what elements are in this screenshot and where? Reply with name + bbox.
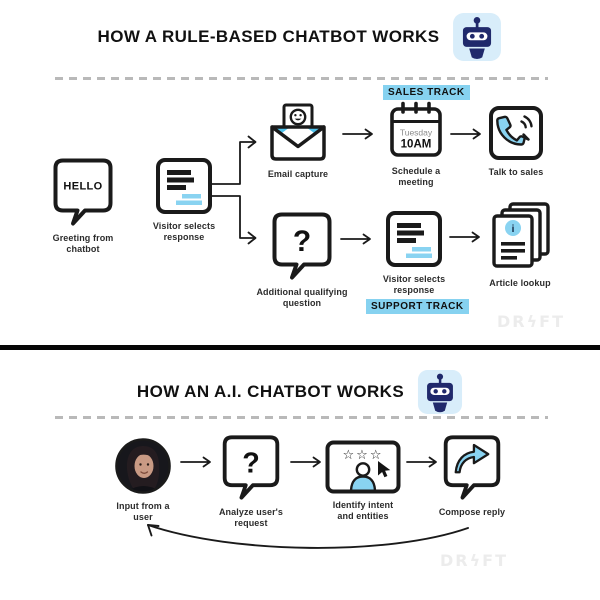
node-compose-reply: Compose reply xyxy=(432,434,512,518)
node-label: Visitor selects response xyxy=(152,221,216,243)
node-article-lookup: i Article lookup xyxy=(474,202,566,289)
phone-icon xyxy=(489,106,543,160)
node-schedule-meeting: Tuesday 10AM Schedule a meeting xyxy=(370,100,462,189)
question-bubble-icon: ? xyxy=(222,435,280,500)
node-label: Compose reply xyxy=(438,507,506,517)
node-greeting: HELLO Greeting from chatbot xyxy=(38,157,128,256)
node-label: Input from a user xyxy=(116,501,170,523)
node-qualifying-question: ? Additional qualifying question xyxy=(250,211,354,310)
node-email-capture: Email capture xyxy=(250,101,346,180)
info-glyph-text: i xyxy=(512,224,515,235)
intent-stars-person-icon: ☆☆☆ xyxy=(325,440,401,494)
hello-text: HELLO xyxy=(63,181,102,193)
node-label: Greeting from chatbot xyxy=(52,233,114,255)
arrow-identify-to-compose xyxy=(406,456,437,468)
calendar-day-text: Tuesday xyxy=(400,128,433,138)
top-dashed-divider xyxy=(55,77,548,80)
arrow-input-to-analyze xyxy=(180,456,211,468)
robot-icon xyxy=(418,369,463,415)
question-bubble-icon: ? xyxy=(272,212,332,280)
node-analyze-request: ? Analyze user's request xyxy=(211,434,291,530)
user-photo-avatar xyxy=(115,438,171,494)
node-label: Schedule a meeting xyxy=(391,166,441,188)
node-label: Article lookup xyxy=(489,278,551,288)
drift-watermark: DRϟFT xyxy=(497,312,565,331)
calendar-icon: Tuesday 10AM xyxy=(390,101,442,157)
envelope-smiley-icon xyxy=(270,103,326,161)
sales-track-badge: SALES TRACK xyxy=(383,85,470,100)
node-user-input: Input from a user xyxy=(103,437,183,524)
arrow-analyze-to-identify xyxy=(290,456,321,468)
ai-title: HOW AN A.I. CHATBOT WORKS xyxy=(136,382,405,401)
question-mark-text: ? xyxy=(242,447,260,479)
rule-based-title: HOW A RULE-BASED CHATBOT WORKS xyxy=(97,27,440,46)
branch-connector-arrows xyxy=(211,135,257,245)
node-label: Analyze user's request xyxy=(218,507,284,529)
calendar-time-text: 10AM xyxy=(401,139,432,151)
document-stack-icon: i xyxy=(492,202,550,268)
reply-arrow-bubble-icon xyxy=(443,435,501,500)
arrow-email-to-calendar xyxy=(342,128,373,140)
bottom-dashed-divider xyxy=(55,416,548,419)
loop-back-arrow xyxy=(147,524,469,549)
arrow-calendar-to-phone xyxy=(450,128,481,140)
section-divider xyxy=(0,345,600,350)
node-identify-intent: ☆☆☆ Identify intent and entities xyxy=(324,440,402,523)
ai-header: HOW AN A.I. CHATBOT WORKS xyxy=(0,366,600,418)
node-label: Identify intent and entities xyxy=(332,500,394,522)
node-talk-to-sales: Talk to sales xyxy=(476,105,556,178)
drift-watermark: DRϟFT xyxy=(440,551,508,570)
node-visitor-selects-2: Visitor selects response xyxy=(369,210,459,297)
arrow-question-to-visitor xyxy=(340,233,371,245)
stars-text: ☆☆☆ xyxy=(343,447,384,462)
support-track-badge: SUPPORT TRACK xyxy=(366,299,469,314)
robot-icon xyxy=(453,13,502,61)
chat-options-icon xyxy=(386,211,442,267)
node-label: Additional qualifying question xyxy=(256,287,348,309)
node-label: Email capture xyxy=(267,169,329,179)
hello-speech-bubble-icon: HELLO xyxy=(53,158,113,226)
arrow-visitor-to-article xyxy=(449,231,480,243)
node-label: Talk to sales xyxy=(488,167,544,177)
chat-options-icon xyxy=(156,158,212,214)
question-mark-text: ? xyxy=(293,225,311,258)
node-visitor-selects-1: Visitor selects response xyxy=(139,157,229,244)
rule-based-header: HOW A RULE-BASED CHATBOT WORKS xyxy=(0,8,600,66)
node-label: Visitor selects response xyxy=(382,274,446,296)
